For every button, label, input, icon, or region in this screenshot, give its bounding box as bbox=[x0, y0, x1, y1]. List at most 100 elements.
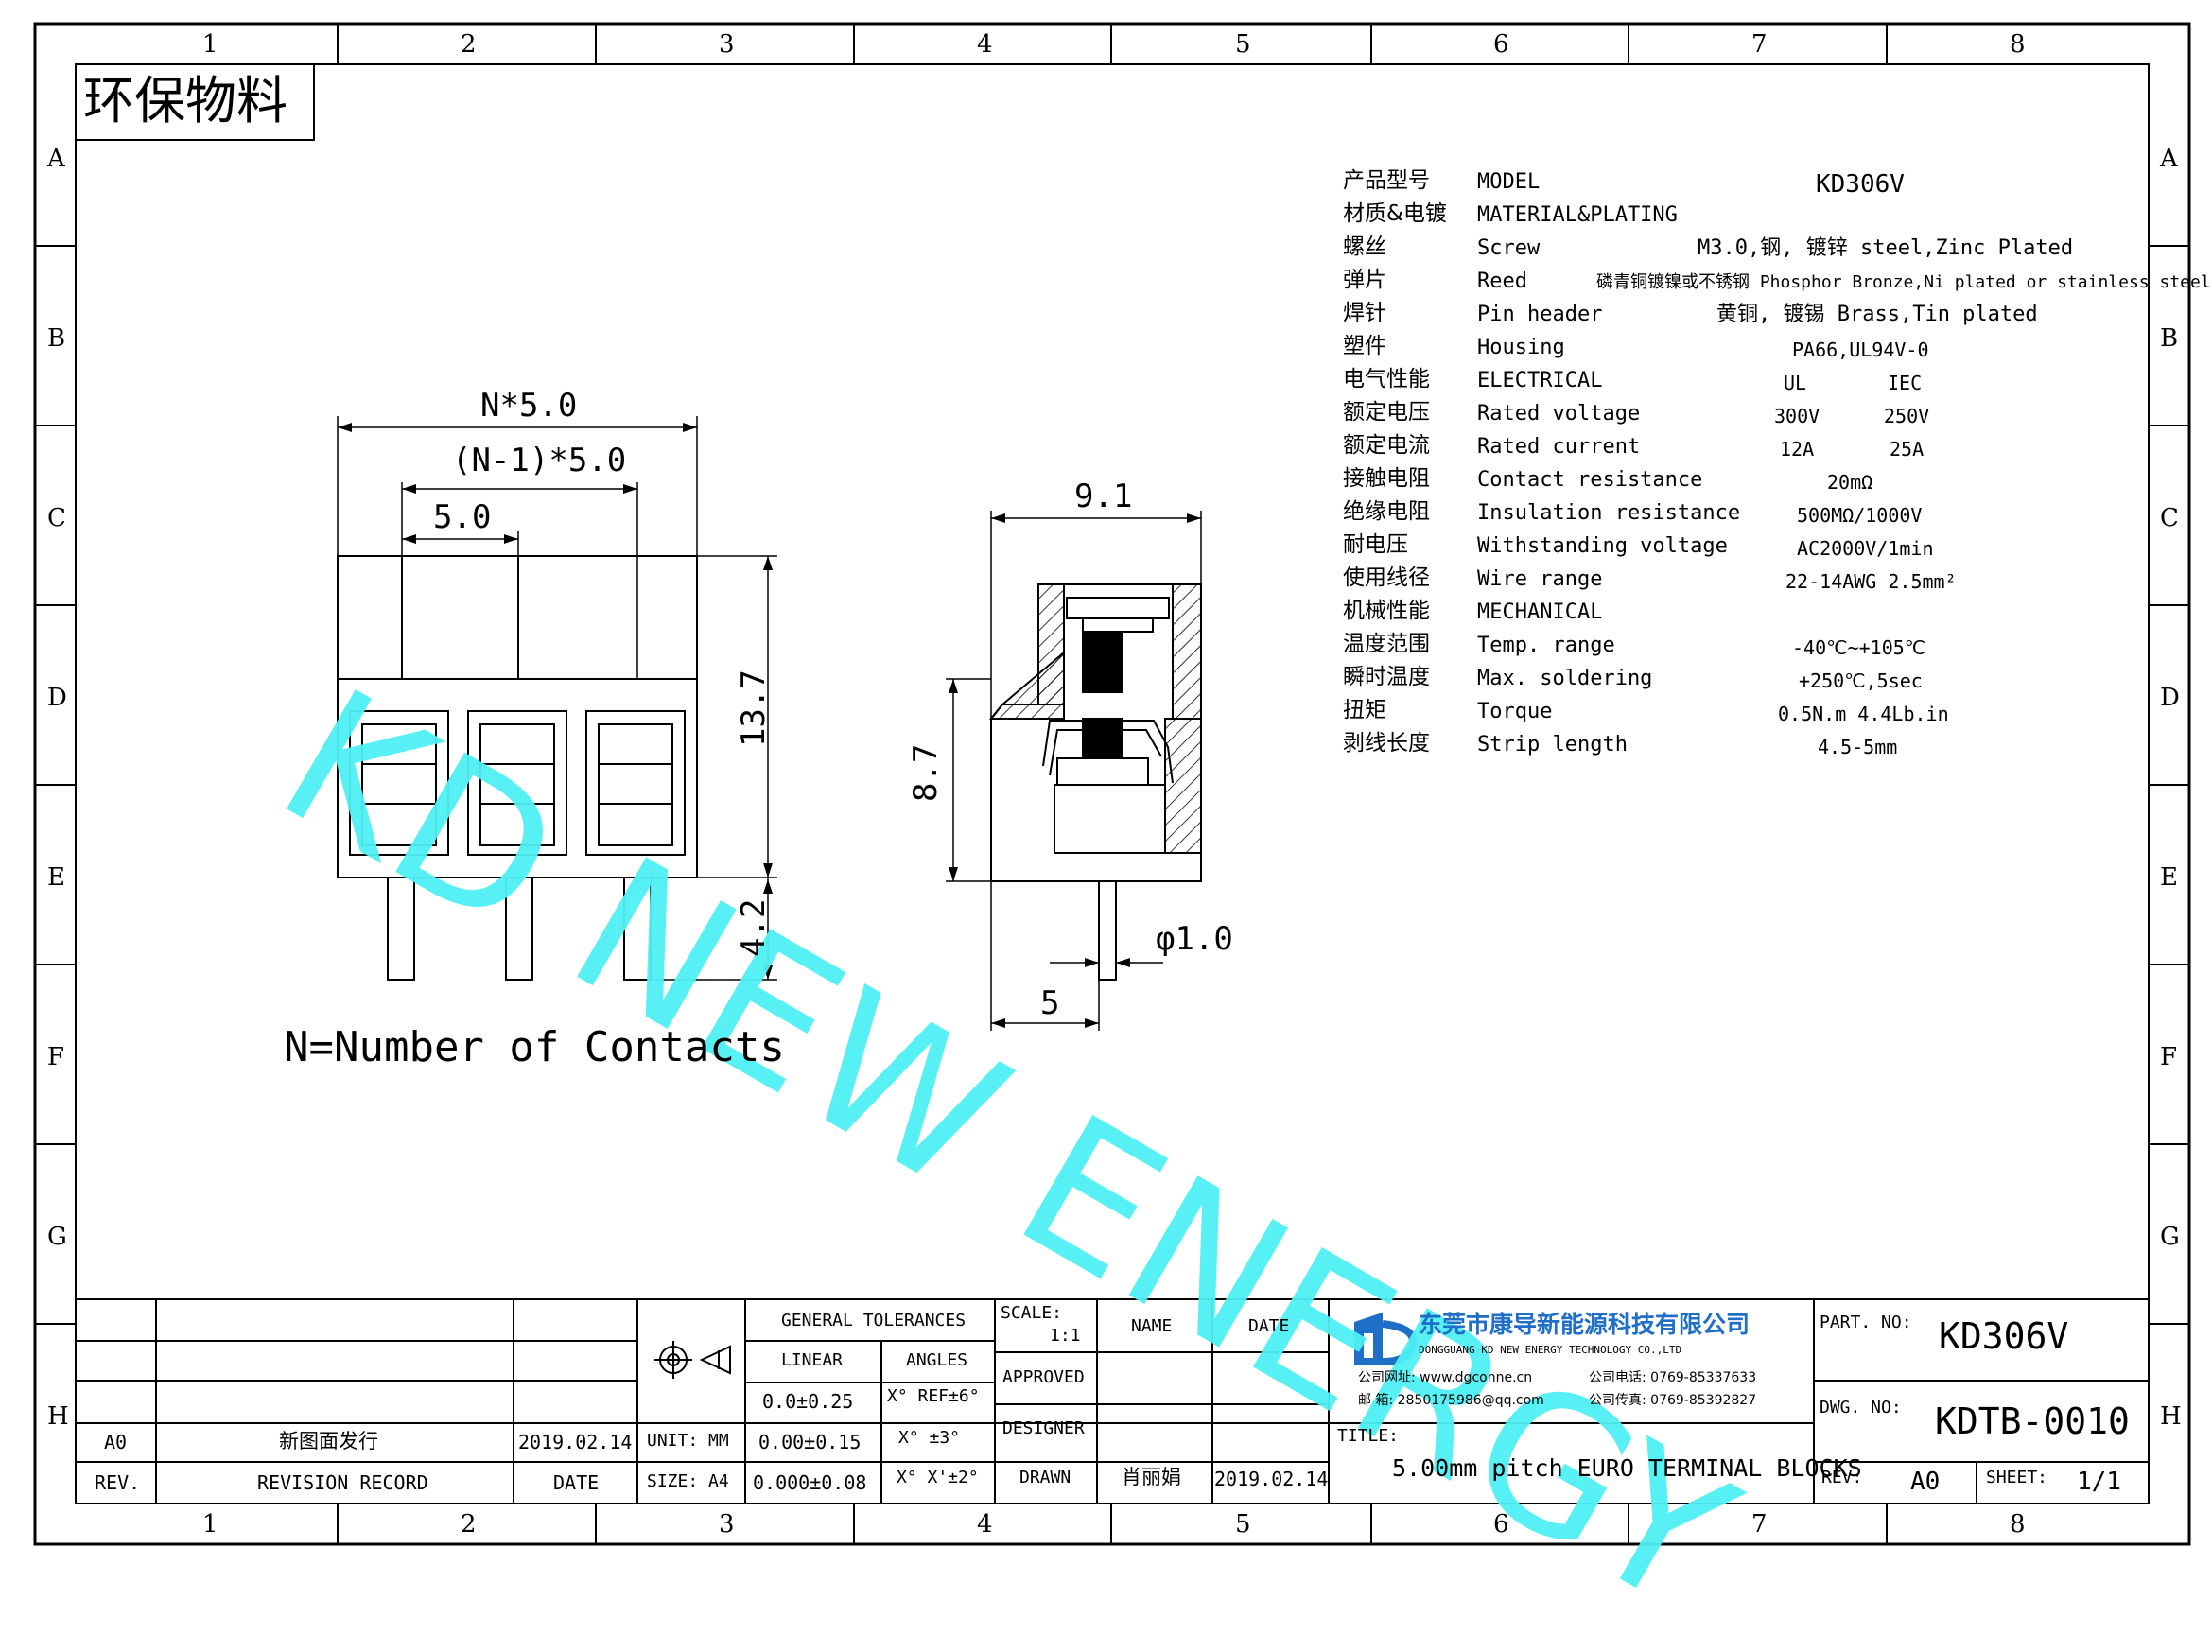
spec-en-current: Rated current bbox=[1477, 435, 1641, 459]
grid-col-6-bottom: 6 bbox=[1493, 1510, 1509, 1539]
company-name-cn: 东莞市康导新能源科技有限公司 bbox=[1419, 1311, 1750, 1338]
spec-value-voltage-iec: 250V bbox=[1884, 405, 1930, 427]
drawn-date: 2019.02.14 bbox=[1214, 1468, 1329, 1490]
spec-en-insulation: Insulation resistance bbox=[1477, 501, 1741, 525]
grid-col-5-bottom: 5 bbox=[1235, 1510, 1251, 1539]
spec-cn-current: 额定电流 bbox=[1343, 433, 1430, 458]
grid-row-c-left: C bbox=[47, 504, 66, 532]
spec-cn-insulation: 绝缘电阻 bbox=[1343, 499, 1430, 524]
drawn-label: DRAWN bbox=[1019, 1468, 1071, 1487]
spec-cn-torque: 扭矩 bbox=[1343, 698, 1386, 722]
grid-row-e-left: E bbox=[47, 863, 65, 892]
spec-value-electrical-ul: UL bbox=[1784, 372, 1807, 394]
grid-col-1-top: 1 bbox=[202, 30, 218, 59]
sheet-value: 1/1 bbox=[2077, 1468, 2121, 1496]
spec-en-temp: Temp. range bbox=[1477, 634, 1615, 657]
linear-header: LINEAR bbox=[781, 1350, 844, 1370]
part-no-label: PART. NO: bbox=[1820, 1313, 1912, 1332]
spec-value-soldering: +250℃,5sec bbox=[1799, 669, 1923, 692]
eco-material-stamp: 环保物料 bbox=[83, 71, 287, 130]
angle-tolerance-3: X° X'±2° bbox=[897, 1468, 979, 1487]
spec-en-soldering: Max. soldering bbox=[1477, 667, 1653, 690]
spec-cn-withstanding: 耐电压 bbox=[1343, 532, 1408, 557]
revision-text: 新图面发行 bbox=[279, 1430, 378, 1452]
grid-row-a-left: A bbox=[47, 145, 65, 173]
grid-row-h-left: H bbox=[47, 1402, 69, 1431]
spec-en-reed: Reed bbox=[1477, 270, 1527, 293]
grid-row-e-right: E bbox=[2160, 863, 2178, 892]
spec-value-electrical-iec: IEC bbox=[1888, 372, 1923, 394]
spec-cn-material: 材质&电镀 bbox=[1343, 201, 1447, 226]
company-name-en: DONGGUANG KD NEW ENERGY TECHNOLOGY CO.,L… bbox=[1419, 1344, 1682, 1356]
grid-row-b-left: B bbox=[47, 324, 66, 353]
spec-cn-model: 产品型号 bbox=[1343, 168, 1430, 193]
drawn-name: 肖丽娟 bbox=[1122, 1466, 1181, 1488]
angles-header: ANGLES bbox=[906, 1350, 968, 1370]
spec-value-current-ul: 12A bbox=[1780, 438, 1815, 461]
grid-row-g-right: G bbox=[2160, 1223, 2180, 1251]
spec-value-strip: 4.5-5mm bbox=[1818, 736, 1898, 758]
spec-cn-temp: 温度范围 bbox=[1343, 632, 1430, 656]
company-website: 公司网址: www.dgconne.cn bbox=[1358, 1370, 1533, 1385]
spec-cn-voltage: 额定电压 bbox=[1343, 400, 1430, 425]
sheet-label: SHEET: bbox=[1986, 1468, 2048, 1487]
rev-value: A0 bbox=[1910, 1468, 1941, 1496]
spec-en-screw: Screw bbox=[1477, 236, 1541, 260]
spec-value-voltage-ul: 300V bbox=[1774, 405, 1820, 427]
spec-cn-reed: 弹片 bbox=[1343, 268, 1386, 292]
dim-total-width: N*5.0 bbox=[480, 387, 578, 425]
company-email: 邮 箱: 2850175986@qq.com bbox=[1358, 1393, 1544, 1408]
spec-en-housing: Housing bbox=[1477, 336, 1565, 359]
grid-row-g-left: G bbox=[47, 1223, 67, 1251]
drawing-frame bbox=[33, 22, 2191, 1546]
linear-tolerance-2: 0.00±0.15 bbox=[758, 1431, 862, 1453]
spec-value-contact-resistance: 20mΩ bbox=[1827, 471, 1873, 494]
grid-row-d-right: D bbox=[2160, 684, 2180, 712]
spec-value-temp: -40℃~+105℃ bbox=[1792, 636, 1926, 659]
grid-row-c-right: C bbox=[2160, 504, 2179, 532]
dwg-no-label: DWG. NO: bbox=[1820, 1398, 1902, 1417]
angle-tolerance-1: X° REF±6° bbox=[887, 1386, 980, 1406]
grid-row-f-right: F bbox=[2160, 1043, 2178, 1071]
spec-cn-screw: 螺丝 bbox=[1343, 235, 1386, 259]
spec-en-material: MATERIAL&PLATING bbox=[1477, 203, 1678, 227]
unit-label: UNIT: MM bbox=[647, 1431, 729, 1451]
spec-en-withstanding: Withstanding voltage bbox=[1477, 534, 1728, 558]
rev-label: REV: bbox=[1821, 1468, 1863, 1487]
spec-cn-housing: 塑件 bbox=[1343, 334, 1386, 358]
spec-en-mechanical: MECHANICAL bbox=[1477, 600, 1603, 624]
grid-row-b-right: B bbox=[2160, 324, 2179, 353]
spec-value-pin: 黄铜, 镀锡 Brass,Tin plated bbox=[1716, 303, 2038, 326]
spec-cn-soldering: 瞬时温度 bbox=[1343, 665, 1430, 689]
name-header: NAME bbox=[1131, 1316, 1173, 1336]
approved-label: APPROVED bbox=[1002, 1367, 1085, 1387]
spec-en-strip: Strip length bbox=[1477, 733, 1628, 756]
company-fax: 公司传真: 0769-85392827 bbox=[1589, 1393, 1757, 1408]
spec-value-housing: PA66,UL94V-0 bbox=[1792, 339, 1929, 361]
dim-pitch-span: (N-1)*5.0 bbox=[452, 442, 627, 479]
grid-row-f-left: F bbox=[47, 1043, 65, 1071]
spec-cn-mechanical: 机械性能 bbox=[1343, 599, 1430, 623]
spec-cn-electrical: 电气性能 bbox=[1343, 367, 1430, 391]
contacts-note: N=Number of Contacts bbox=[284, 1023, 785, 1071]
general-tolerances: GENERAL TOLERANCES bbox=[781, 1311, 967, 1330]
scale-label: SCALE: bbox=[1001, 1303, 1063, 1323]
scale-value: 1:1 bbox=[1050, 1326, 1081, 1346]
grid-col-7-bottom: 7 bbox=[1751, 1510, 1768, 1539]
grid-row-a-right: A bbox=[2160, 145, 2178, 173]
spec-cn-wire-range: 使用线径 bbox=[1343, 565, 1430, 590]
company-phone: 公司电话: 0769-85337633 bbox=[1589, 1370, 1757, 1385]
grid-col-8-bottom: 8 bbox=[2010, 1510, 2026, 1539]
spec-en-wire-range: Wire range bbox=[1477, 567, 1603, 591]
revision-record-header: REVISION RECORD bbox=[257, 1471, 428, 1494]
spec-en-voltage: Rated voltage bbox=[1477, 402, 1641, 426]
grid-col-5-top: 5 bbox=[1235, 30, 1251, 59]
dim-side-width: 9.1 bbox=[1074, 478, 1133, 515]
angle-tolerance-2: X° ±3° bbox=[898, 1428, 961, 1448]
dim-side-height: 8.7 bbox=[907, 743, 945, 802]
spec-en-torque: Torque bbox=[1477, 700, 1553, 723]
designer-label: DESIGNER bbox=[1002, 1418, 1085, 1438]
dim-pin-offset: 5 bbox=[1040, 984, 1060, 1022]
grid-col-3-bottom: 3 bbox=[719, 1510, 735, 1539]
dim-pitch: 5.0 bbox=[433, 498, 492, 536]
